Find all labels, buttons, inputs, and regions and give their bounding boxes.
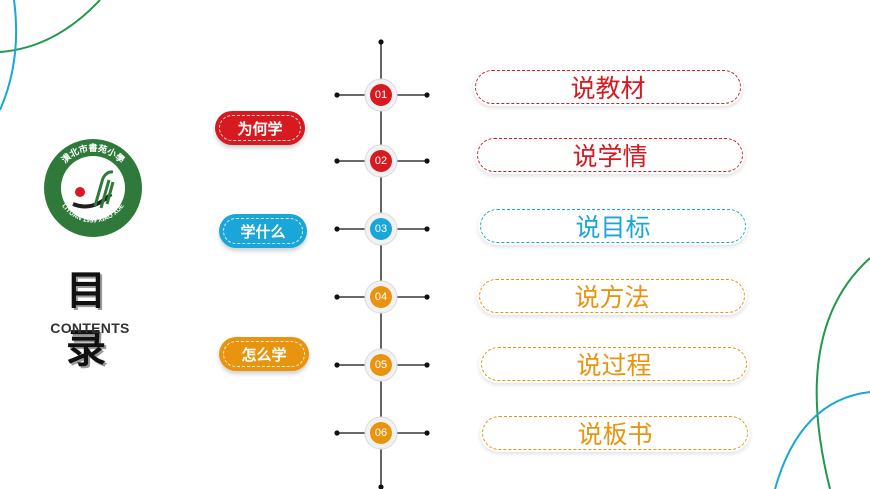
timeline-node-03: [370, 218, 392, 240]
item-label: 说目标: [575, 213, 651, 242]
timeline-number-01: 01: [374, 89, 388, 101]
timeline-end-dot: [334, 430, 340, 436]
timeline-node-06: [370, 422, 392, 444]
timeline-node-05: [370, 354, 392, 376]
timeline-end-dot: [334, 226, 340, 232]
timeline-number-02: 02: [374, 155, 388, 167]
timeline-end-dot: [424, 362, 430, 368]
timeline-end-dot: [424, 430, 430, 436]
timeline-number-06: 06: [374, 427, 388, 439]
item-pill-01[interactable]: 说教材: [473, 68, 743, 106]
item-pill-04[interactable]: 说方法: [477, 277, 747, 315]
timeline-number-05: 05: [374, 359, 388, 371]
section-pill-what[interactable]: 学什么: [219, 214, 307, 248]
item-label: 说方法: [574, 283, 650, 312]
section-pill-why[interactable]: 为何学: [215, 111, 305, 145]
page-subtitle: CONTENTS: [50, 320, 130, 336]
bottom-right-blue-arc: [774, 391, 870, 489]
timeline-number-04: 04: [374, 291, 388, 303]
timeline-node-02: [370, 150, 392, 172]
timeline-number-03: 03: [374, 223, 388, 235]
item-label: 说教材: [570, 74, 646, 103]
section-pill-how[interactable]: 怎么学: [219, 337, 309, 371]
item-label: 说过程: [576, 351, 652, 380]
timeline-end-dot: [424, 294, 430, 300]
timeline-node-01: [370, 84, 392, 106]
logo-red-dot: [75, 187, 85, 197]
top-left-blue-arc: [0, 0, 18, 111]
item-label: 说板书: [577, 420, 653, 449]
timeline-node-04: [370, 286, 392, 308]
item-pill-02[interactable]: 说学情: [475, 136, 745, 174]
school-logo: 潢北市書苑小學 LIYUAN 1999 XIAO XUE: [44, 139, 142, 237]
item-pill-06[interactable]: 说板书: [480, 414, 750, 452]
timeline-end-dot: [334, 294, 340, 300]
bottom-right-green-arc: [815, 257, 870, 489]
timeline-end-dot: [334, 158, 340, 164]
top-left-green-arc: [0, 0, 101, 53]
page-title: 目 录: [66, 268, 120, 372]
timeline-end-dot: [424, 92, 430, 98]
timeline-end-dot: [334, 362, 340, 368]
timeline-end-dot: [334, 92, 340, 98]
item-label: 说学情: [572, 142, 648, 171]
item-pill-03[interactable]: 说目标: [478, 207, 748, 245]
timeline-end-dot: [424, 158, 430, 164]
timeline-end-dot: [424, 226, 430, 232]
item-pill-05[interactable]: 说过程: [479, 345, 749, 383]
